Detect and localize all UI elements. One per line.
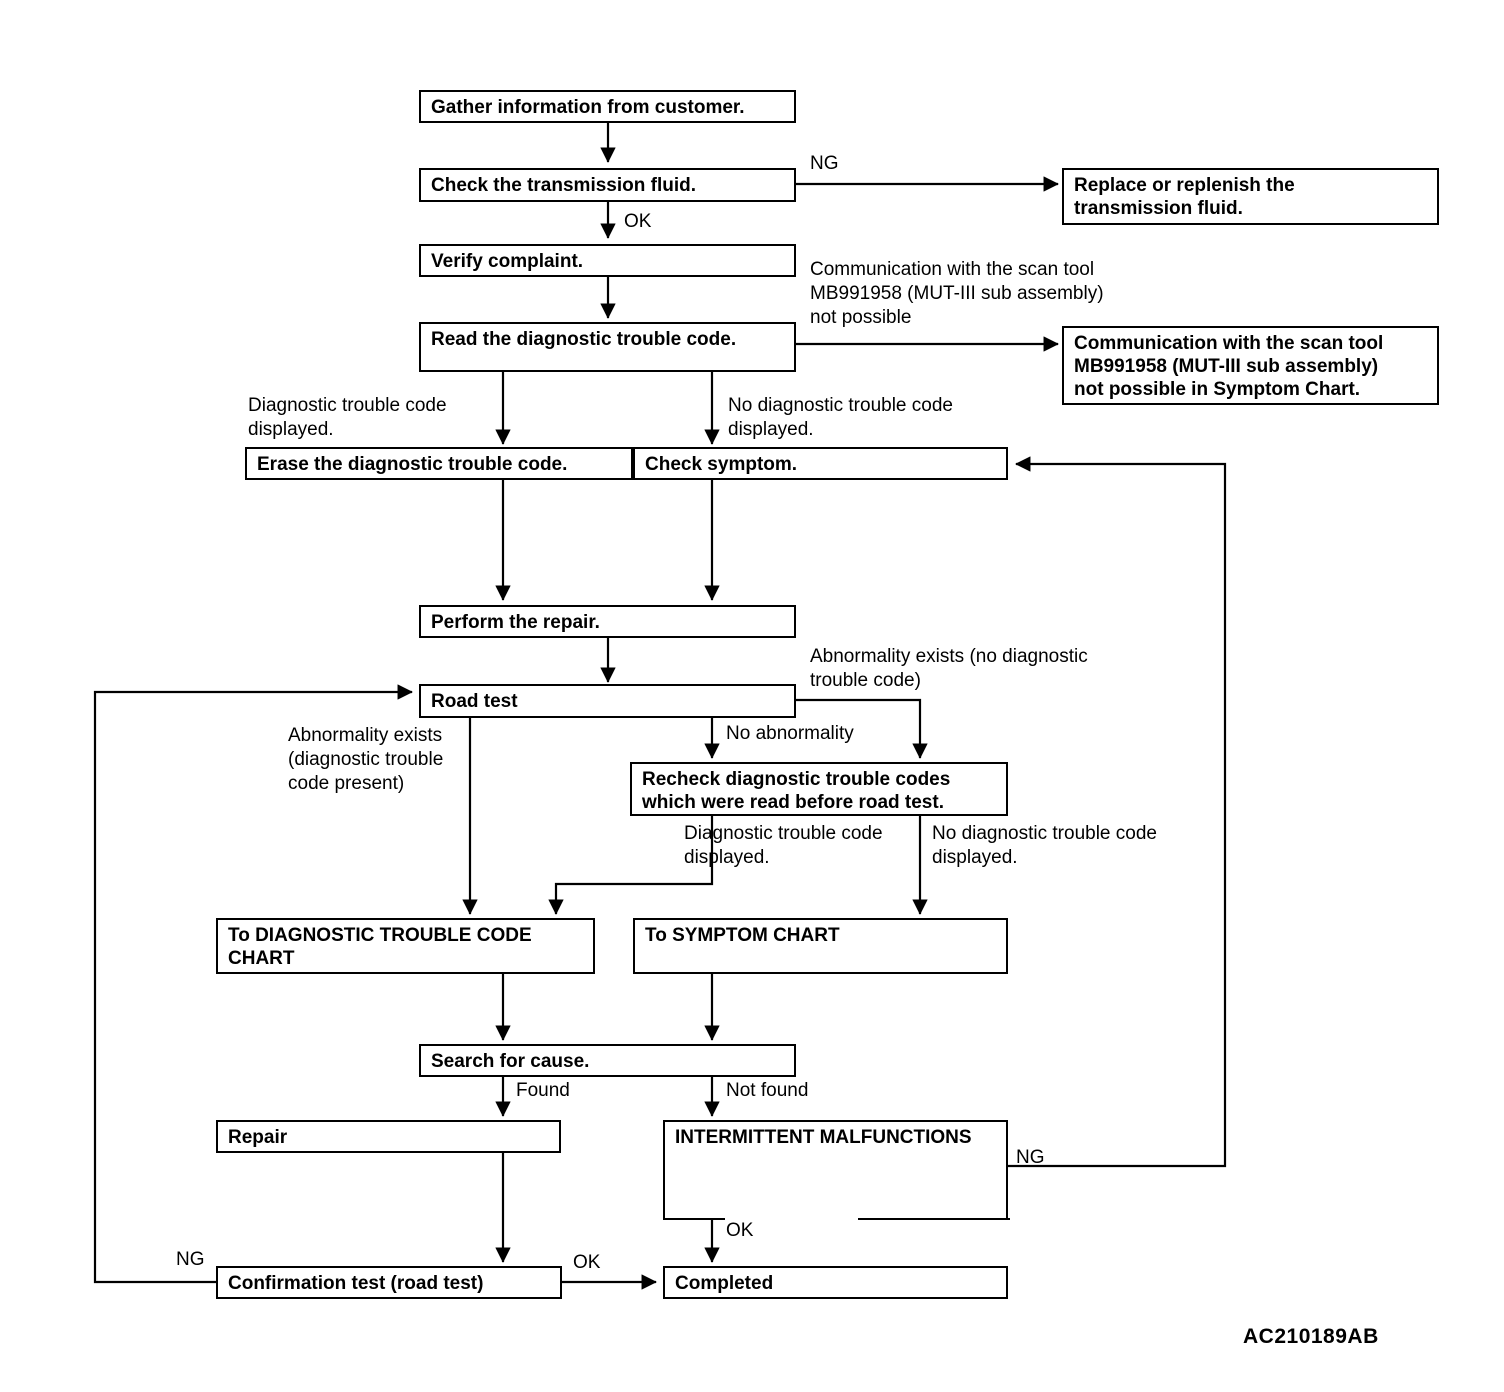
node-check-transmission-fluid: Check the transmission fluid.	[419, 168, 796, 202]
node-confirmation-test: Confirmation test (road test)	[216, 1266, 562, 1299]
figure-code: AC210189AB	[1243, 1325, 1379, 1348]
label-ok-confirmation: OK	[573, 1252, 601, 1273]
node-search-for-cause: Search for cause.	[419, 1044, 796, 1077]
label-ng-check-fluid: NG	[810, 153, 839, 174]
label-ng-intermittent: NG	[1016, 1147, 1045, 1168]
node-recheck-diagnostic-trouble-codes: Recheck diagnostic trouble codes which w…	[630, 762, 1008, 816]
node-read-diagnostic-trouble-code: Read the diagnostic trouble code.	[419, 322, 796, 372]
label-dtc-displayed: Diagnostic trouble code displayed.	[248, 395, 447, 440]
label-recheck-no-dtc-displayed: No diagnostic trouble code displayed.	[932, 823, 1157, 868]
node-verify-complaint: Verify complaint.	[419, 244, 796, 277]
node-communication-not-possible-symptom-chart: Communication with the scan tool MB99195…	[1062, 326, 1439, 405]
label-ok-check-fluid: OK	[624, 211, 652, 232]
label-no-dtc-displayed: No diagnostic trouble code displayed.	[728, 395, 953, 440]
edge-intermittent-ng-loop	[1008, 456, 1227, 1168]
label-ok-intermittent: OK	[726, 1220, 754, 1241]
node-erase-diagnostic-trouble-code: Erase the diagnostic trouble code.	[245, 447, 633, 480]
label-abnormality-exists-dtc-present: Abnormality exists (diagnostic trouble c…	[288, 725, 444, 794]
label-not-found: Not found	[726, 1080, 809, 1101]
label-abnormality-exists-no-dtc: Abnormality exists (no diagnostic troubl…	[810, 646, 1088, 691]
node-intermittent-malfunctions: INTERMITTENT MALFUNCTIONS	[663, 1120, 1008, 1220]
node-to-diagnostic-trouble-code-chart: To DIAGNOSTIC TROUBLE CODE CHART	[216, 918, 595, 974]
label-ng-confirmation: NG	[176, 1249, 205, 1270]
node-repair: Repair	[216, 1120, 561, 1153]
label-communication-not-possible: Communication with the scan tool MB99195…	[810, 259, 1104, 328]
node-replace-transmission-fluid: Replace or replenish the transmission fl…	[1062, 168, 1439, 225]
intermittent-bottom-edge-right	[858, 1218, 1010, 1220]
node-to-symptom-chart: To SYMPTOM CHART	[633, 918, 1008, 974]
node-road-test: Road test	[419, 684, 796, 718]
node-completed: Completed	[663, 1266, 1008, 1299]
node-perform-the-repair: Perform the repair.	[419, 605, 796, 638]
label-no-abnormality: No abnormality	[726, 723, 854, 744]
node-check-symptom: Check symptom.	[633, 447, 1008, 480]
label-found: Found	[516, 1080, 570, 1101]
node-gather-information: Gather information from customer.	[419, 90, 796, 123]
intermittent-bottom-edge-left	[663, 1218, 725, 1220]
label-recheck-dtc-displayed: Diagnostic trouble code displayed.	[684, 823, 883, 868]
